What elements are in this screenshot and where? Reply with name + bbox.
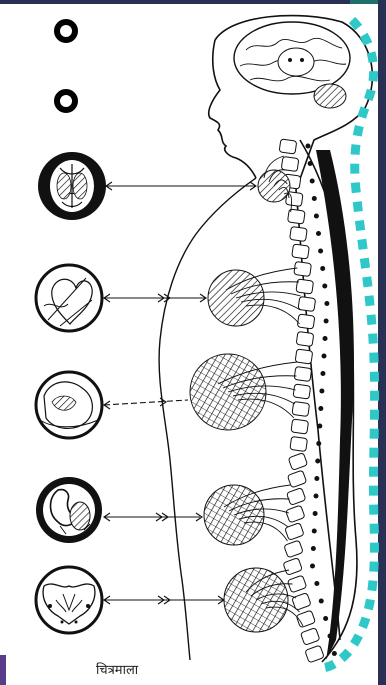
vertebra	[294, 366, 312, 381]
vertebra	[292, 244, 310, 259]
vertebra	[305, 645, 324, 663]
vertebra	[293, 384, 311, 399]
vertebra	[296, 331, 314, 346]
vertebra	[288, 453, 307, 471]
ganglion	[310, 564, 315, 569]
vertebra	[296, 279, 314, 294]
vertebra	[285, 523, 304, 541]
ganglion	[315, 459, 320, 464]
ganglion	[318, 406, 323, 411]
kidney-organ-icon	[36, 477, 102, 543]
ganglion	[323, 616, 328, 621]
vertebra	[290, 436, 308, 451]
ganglion	[317, 424, 322, 429]
vertebra	[297, 314, 315, 329]
ganglion	[310, 179, 315, 184]
ganglion	[319, 599, 324, 604]
vertebra	[291, 419, 309, 434]
ganglion	[314, 476, 319, 481]
ganglion	[324, 319, 329, 324]
top-frame-bar	[0, 0, 386, 4]
ganglion	[319, 389, 324, 394]
ganglion	[332, 651, 337, 656]
ganglion	[324, 301, 329, 306]
ganglion	[306, 144, 311, 149]
pelvis-organ-icon	[36, 567, 102, 633]
ganglion	[312, 529, 317, 534]
ganglion	[314, 494, 319, 499]
ganglion	[323, 336, 328, 341]
ganglion	[312, 196, 317, 201]
vertebra	[286, 488, 305, 506]
vertebra	[281, 156, 299, 171]
ganglion	[320, 266, 325, 271]
spinal-cord-shadow	[316, 150, 354, 660]
ring-icon	[57, 92, 75, 110]
ganglion	[311, 546, 316, 551]
ganglion	[314, 581, 319, 586]
thyroid-organ-icon	[38, 152, 106, 220]
vertebra	[300, 628, 319, 646]
ganglion	[314, 214, 319, 219]
vertebra	[288, 209, 306, 224]
heart-organ-icon	[36, 265, 102, 331]
ring-icon	[57, 22, 75, 40]
left-frame-accent	[0, 655, 6, 685]
vertebra	[298, 296, 316, 311]
brain	[234, 22, 350, 108]
vertebra	[279, 139, 297, 154]
ganglion	[322, 284, 327, 289]
figure-caption: चित्रमाला	[96, 660, 138, 678]
vertebra	[295, 349, 313, 364]
vertebra	[283, 558, 302, 576]
vertebra	[290, 226, 308, 241]
ganglion	[308, 161, 313, 166]
ganglion	[316, 441, 321, 446]
vertebra	[286, 505, 305, 523]
right-frame-bar	[378, 0, 386, 685]
ganglion	[316, 231, 321, 236]
vertebra	[294, 261, 312, 276]
ganglion	[322, 354, 327, 359]
vertebra	[284, 540, 303, 558]
ganglion	[320, 371, 325, 376]
ganglion	[328, 634, 333, 639]
ganglion	[318, 249, 323, 254]
ganglion	[313, 511, 318, 516]
digestive-organ-icon	[36, 372, 102, 438]
